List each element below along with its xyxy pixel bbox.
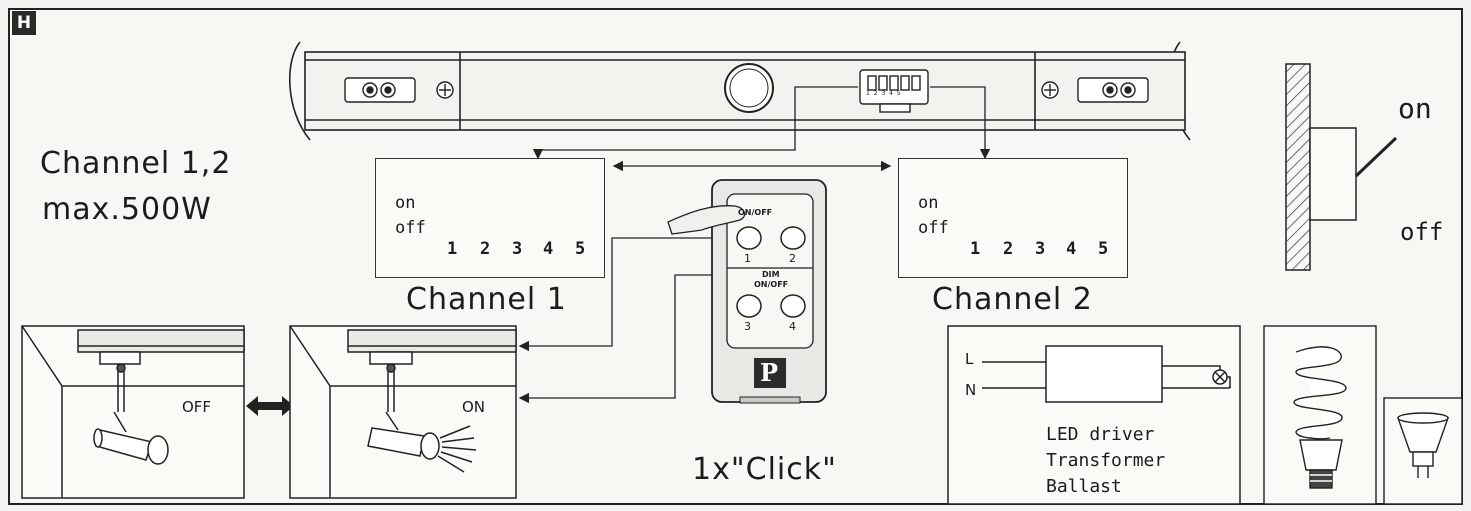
wall-switch-on-label: on bbox=[1398, 92, 1432, 125]
dip-panel-channel2 bbox=[898, 158, 1128, 278]
remote-button-4[interactable]: 4 bbox=[789, 320, 796, 333]
click-caption: 1x"Click" bbox=[692, 452, 837, 487]
finger-icon bbox=[667, 205, 746, 235]
rail-clip-left bbox=[344, 77, 454, 103]
spot-off-label: OFF bbox=[182, 398, 212, 416]
dip1-number-3: 3 bbox=[512, 239, 523, 259]
wiring-n-label: N bbox=[965, 381, 977, 399]
spotlight-on-illustration bbox=[289, 325, 517, 499]
remote-control bbox=[711, 179, 827, 404]
dip2-number-3: 3 bbox=[1035, 239, 1046, 259]
rail-dip-switch bbox=[859, 69, 929, 113]
channel-12-line2: max.500W bbox=[42, 192, 212, 227]
section-badge: H bbox=[12, 11, 36, 35]
cfl-bulb-illustration bbox=[1263, 325, 1377, 505]
dip1-number-5: 5 bbox=[575, 239, 586, 259]
dip1-number-4: 4 bbox=[543, 239, 554, 259]
toggle-double-arrow bbox=[246, 396, 294, 416]
dip-panel-channel1 bbox=[375, 158, 605, 278]
spot-on-label: ON bbox=[462, 398, 486, 416]
wall-switch-illustration bbox=[1285, 63, 1398, 271]
remote-on-off-label: ON/OFF bbox=[738, 208, 773, 217]
wiring-diagram bbox=[947, 325, 1241, 505]
remote-dim-on-off-label: ON/OFF bbox=[754, 280, 789, 289]
remote-logo: P bbox=[760, 358, 779, 387]
channel1-title: Channel 1 bbox=[406, 282, 567, 317]
spotlight-off-illustration bbox=[21, 325, 245, 499]
receiver-button bbox=[724, 63, 774, 113]
wiring-line3: Ballast bbox=[1046, 476, 1122, 497]
gu10-bulb-illustration bbox=[1383, 397, 1463, 505]
dip2-off-label: off bbox=[918, 218, 949, 238]
wiring-l-label: L bbox=[965, 350, 974, 368]
wiring-line2: Transformer bbox=[1046, 450, 1166, 471]
dip2-number-1: 1 bbox=[970, 239, 981, 259]
dip1-off-label: off bbox=[395, 218, 426, 238]
rail-clip-right bbox=[1041, 77, 1149, 103]
remote-button-1[interactable]: 1 bbox=[744, 252, 751, 265]
dip1-number-2: 2 bbox=[480, 239, 491, 259]
remote-button-2[interactable]: 2 bbox=[789, 252, 796, 265]
remote-dim-label: DIM bbox=[762, 270, 780, 279]
dip2-number-4: 4 bbox=[1066, 239, 1077, 259]
dip1-on-label: on bbox=[395, 193, 416, 213]
remote-button-3[interactable]: 3 bbox=[744, 320, 751, 333]
wiring-line1: LED driver bbox=[1046, 424, 1155, 445]
dip2-number-5: 5 bbox=[1098, 239, 1109, 259]
dip2-on-label: on bbox=[918, 193, 939, 213]
wall-switch-off-label: off bbox=[1400, 218, 1444, 246]
rail-dip-numbers: 1 2 3 4 5 bbox=[866, 90, 902, 97]
dip2-number-2: 2 bbox=[1003, 239, 1014, 259]
channel2-title: Channel 2 bbox=[932, 282, 1093, 317]
channel-12-line1: Channel 1,2 bbox=[40, 146, 232, 181]
dip1-number-1: 1 bbox=[447, 239, 458, 259]
